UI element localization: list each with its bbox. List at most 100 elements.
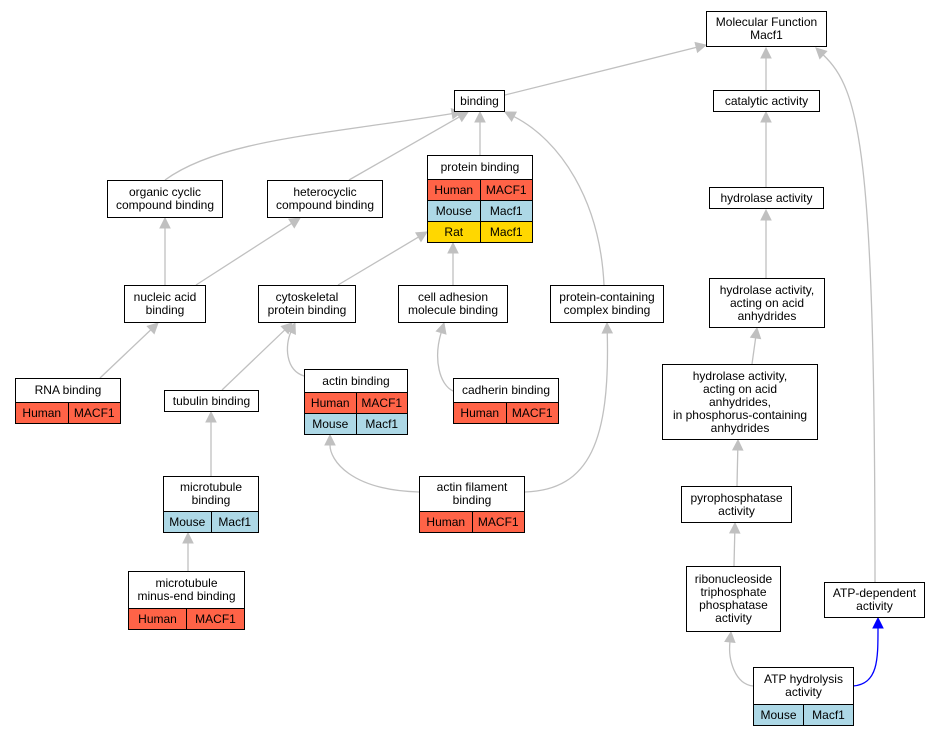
edge-atpdep-to-mf	[822, 54, 876, 583]
species-row: Mouse Macf1	[305, 413, 407, 434]
gene-cell: MACF1	[471, 512, 525, 532]
edge-cytoskel-to-protein	[337, 236, 419, 286]
node-label: actin filament binding	[436, 480, 508, 507]
species-cell: Human	[426, 515, 466, 529]
arrowhead	[728, 521, 741, 534]
node-label: pyrophosphatase activity	[690, 490, 783, 518]
arrowhead	[474, 110, 486, 123]
arrowhead	[872, 616, 884, 629]
node-tubulin[interactable]: tubulin binding	[164, 390, 259, 412]
edge-hydrophos-to-hydroacid	[751, 337, 757, 365]
node-label: hydrolase activity, acting on acid anhyd…	[719, 282, 815, 323]
gene-cell: MACF1	[186, 609, 244, 629]
node-atpdep[interactable]: ATP-dependent activity	[824, 582, 925, 618]
node-pyro[interactable]: pyrophosphatase activity	[681, 486, 792, 523]
arrowhead	[285, 321, 296, 335]
species-row: Human MACF1	[16, 402, 120, 423]
edge-tubulin-to-cytoskel	[221, 329, 286, 391]
gene-cell: MACF1	[505, 403, 559, 423]
arrowhead	[288, 217, 301, 229]
node-label: organic cyclic compound binding	[115, 185, 215, 212]
node-label: protein-containing complex binding	[559, 290, 655, 317]
gene-cell: MACF1	[67, 403, 121, 423]
node-cytoskel[interactable]: cytoskeletal protein binding	[258, 285, 356, 323]
node-ribonuc[interactable]: ribonucleoside triphosphate phosphatase …	[686, 566, 781, 632]
node-hydrophos[interactable]: hydrolase activity, acting on acid anhyd…	[662, 364, 818, 440]
arrowhead	[601, 321, 614, 334]
species-row: Mouse Macf1	[428, 200, 532, 221]
node-hydrolase[interactable]: hydrolase activity	[709, 187, 824, 209]
node-celladh[interactable]: cell adhesion molecule binding	[398, 285, 508, 323]
node-protcomplex[interactable]: protein-containing complex binding	[550, 285, 664, 323]
node-label: Molecular Function Macf1	[715, 15, 818, 42]
node-label: microtubule minus-end binding	[137, 576, 236, 603]
node-nucleic[interactable]: nucleic acid binding	[124, 285, 206, 323]
node-label: protein binding	[440, 160, 520, 174]
node-mf[interactable]: Molecular Function Macf1	[706, 11, 827, 47]
arrowhead	[415, 231, 428, 243]
species-cell: Mouse	[312, 417, 349, 431]
node-label: hydrolase activity	[720, 190, 813, 205]
node-label: RNA binding	[34, 383, 102, 397]
node-label: ribonucleoside triphosphate phosphatase …	[694, 572, 773, 625]
species-cell: Human	[434, 183, 474, 197]
species-cell: Mouse	[169, 515, 206, 529]
arrowhead	[504, 111, 517, 122]
species-cell: Human	[310, 396, 350, 410]
arrowhead	[760, 110, 772, 123]
node-catalytic[interactable]: catalytic activity	[713, 90, 820, 112]
arrowhead	[456, 111, 469, 123]
species-cell: Human	[22, 406, 62, 420]
node-label: binding	[460, 93, 499, 108]
gene-cell: Macf1	[803, 705, 853, 725]
node-label: catalytic activity	[724, 93, 809, 108]
species-row: Human MACF1	[454, 402, 558, 423]
arrowhead	[146, 322, 159, 335]
arrowhead	[447, 241, 459, 254]
species-row: Human MACF1	[305, 392, 407, 413]
node-label: ATP hydrolysis activity	[764, 672, 843, 699]
edge-cadherin-to-celladh	[437, 332, 454, 392]
edge-organic-to-binding	[164, 112, 453, 181]
node-label: cell adhesion molecule binding	[407, 290, 499, 317]
arrowhead	[435, 321, 447, 335]
node-label: cadherin binding	[461, 383, 551, 397]
arrowhead	[724, 630, 736, 644]
arrowhead	[731, 438, 744, 451]
node-binding[interactable]: binding	[454, 90, 505, 112]
node-label: actin binding	[322, 373, 390, 388]
node-label: nucleic acid binding	[133, 290, 197, 317]
species-row: Mouse Macf1	[164, 511, 258, 532]
node-hydroacid[interactable]: hydrolase activity, acting on acid anhyd…	[709, 278, 825, 328]
gene-cell: MACF1	[355, 393, 408, 413]
node-label: ATP-dependent activity	[832, 586, 917, 613]
species-cell: Mouse	[435, 204, 472, 218]
gene-cell: Macf1	[210, 512, 259, 532]
species-cell: Human	[460, 406, 500, 420]
edge-atphyd-to-atpdep	[852, 627, 879, 687]
node-organic[interactable]: organic cyclic compound binding	[107, 180, 223, 218]
arrowhead	[205, 410, 217, 423]
species-row: Human MACF1	[420, 511, 524, 532]
gene-cell: Macf1	[355, 414, 408, 434]
species-cell: Rat	[444, 225, 464, 239]
edge-binding-to-mf	[504, 46, 697, 96]
node-label: tubulin binding	[172, 393, 251, 408]
arrowhead	[760, 46, 772, 59]
gene-cell: Macf1	[479, 201, 533, 221]
node-hetero[interactable]: heterocyclic compound binding	[267, 180, 383, 218]
node-label: cytoskeletal protein binding	[267, 290, 347, 317]
edge-pyro-to-hydrophos	[736, 449, 739, 487]
